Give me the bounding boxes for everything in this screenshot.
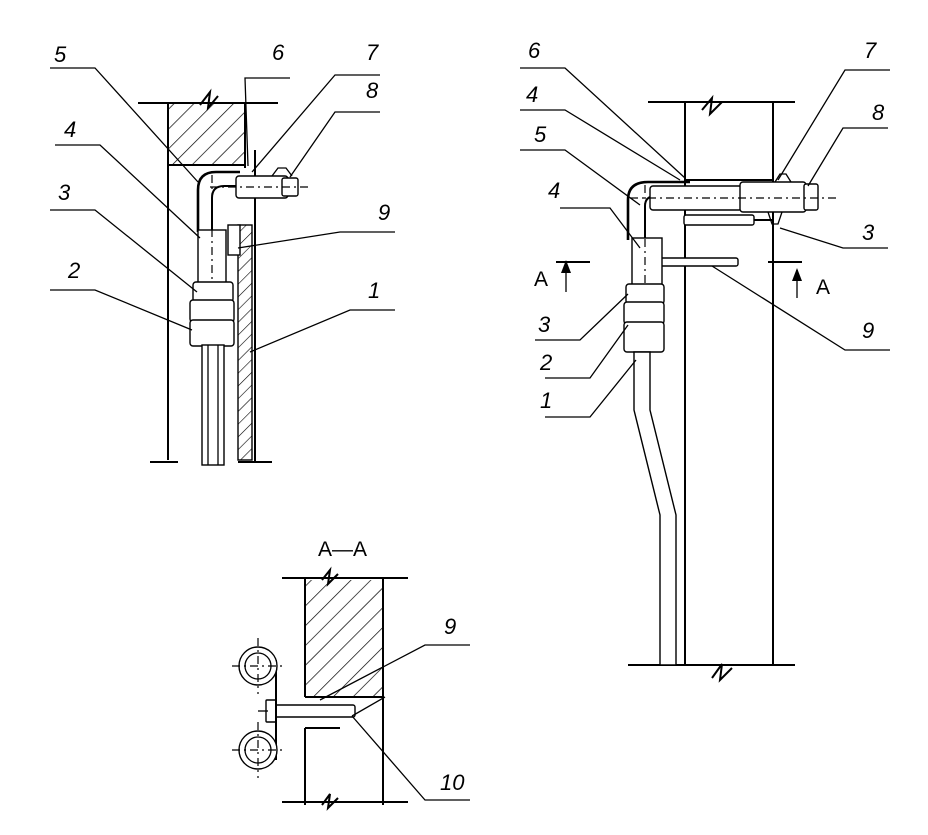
right-figure — [520, 67, 890, 683]
label-section-10: 10 — [440, 770, 465, 795]
section-mark-left: A — [534, 268, 548, 291]
label-left-8: 8 — [366, 78, 379, 103]
label-right-4-lower: 4 — [548, 178, 560, 203]
section-figure — [232, 566, 470, 811]
label-left-4: 4 — [64, 117, 76, 142]
label-right-1: 1 — [540, 388, 552, 413]
label-left-2: 2 — [67, 258, 80, 283]
label-right-3-upper: 3 — [862, 220, 875, 245]
label-right-9: 9 — [862, 318, 874, 343]
label-left-9: 9 — [378, 200, 390, 225]
label-left-7: 7 — [366, 40, 379, 65]
section-mark-right: A — [816, 276, 830, 299]
label-left-1: 1 — [368, 278, 380, 303]
label-right-3-lower: 3 — [538, 312, 551, 337]
label-left-5: 5 — [54, 42, 67, 67]
label-left-3: 3 — [58, 180, 71, 205]
label-right-4-top: 4 — [526, 82, 538, 107]
section-title: A—A — [318, 538, 367, 561]
label-right-7: 7 — [864, 38, 877, 63]
label-left-6: 6 — [272, 40, 285, 65]
label-right-5: 5 — [534, 122, 547, 147]
label-right-6: 6 — [528, 38, 541, 63]
left-figure — [50, 67, 395, 466]
label-right-8: 8 — [872, 100, 885, 125]
label-section-9: 9 — [444, 614, 456, 639]
label-right-2: 2 — [539, 350, 552, 375]
